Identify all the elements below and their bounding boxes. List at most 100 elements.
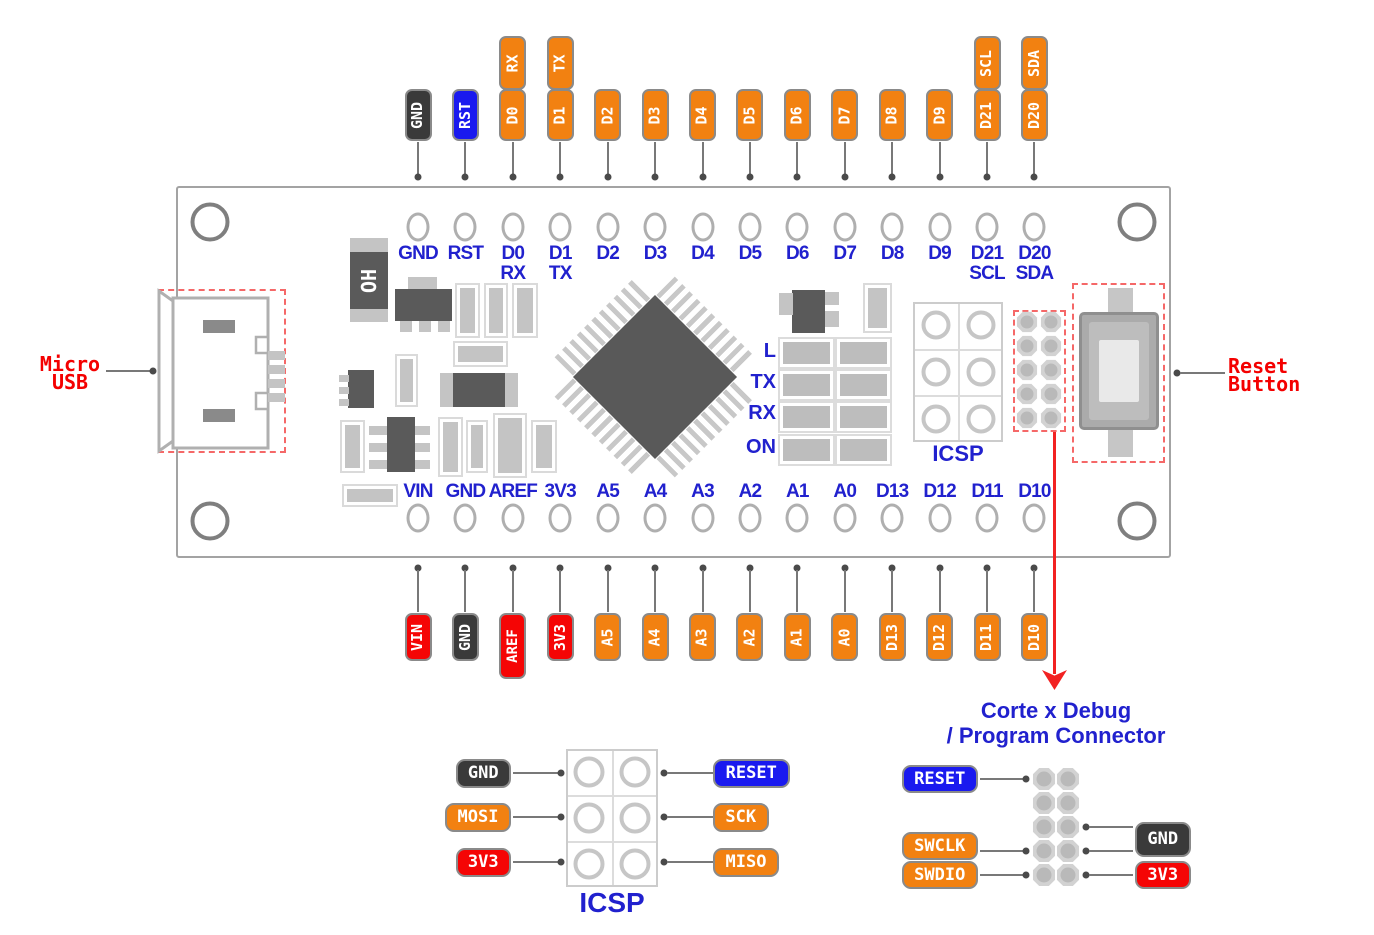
capacitor — [340, 420, 365, 473]
capacitor — [493, 413, 527, 478]
icsp-pin-badge: MOSI — [445, 802, 511, 832]
debug-pad-center — [1044, 411, 1058, 425]
led-cell — [835, 369, 892, 402]
pin-badge-bottom: GND — [451, 613, 479, 661]
leader-dot — [1082, 871, 1090, 879]
leader-line — [891, 570, 894, 612]
leader-dot — [793, 564, 801, 572]
reset-label-line1: Reset — [1228, 354, 1289, 378]
leader-dot — [1173, 369, 1181, 377]
debug-pad — [1032, 863, 1056, 887]
pin-badge-top-label: D4 — [693, 105, 712, 125]
leader-dot — [841, 564, 849, 572]
silk-label-top: D9 — [928, 243, 951, 264]
debug-pin-badge: SWCLK — [901, 832, 978, 860]
silk-label-top: D6 — [786, 243, 809, 264]
led-label: RX — [748, 402, 776, 424]
debug-pin-badge: SWDIO — [901, 861, 978, 889]
grid-line — [612, 751, 614, 885]
pin-badge-bottom: D12 — [926, 613, 954, 661]
debug-pad — [1040, 407, 1062, 429]
silk-label-bottom: D12 — [923, 481, 956, 502]
leader-line — [980, 874, 1023, 876]
led-fill — [783, 438, 830, 461]
leader-dot — [414, 564, 422, 572]
led-label: ON — [746, 436, 776, 458]
debug-pad-center — [1020, 315, 1034, 329]
chip-marking-text: OH — [357, 268, 381, 293]
leader-dot — [1022, 775, 1030, 783]
pin-badge-bottom-label: AREF — [504, 629, 521, 663]
debug-pad-center — [1036, 819, 1052, 835]
debug-pad-center — [1036, 771, 1052, 787]
mounting-hole — [190, 501, 230, 541]
pin-badge-top-label: D7 — [835, 105, 854, 125]
pin-badge-top: RST — [451, 89, 479, 141]
pin-hole — [501, 212, 525, 242]
leader-line — [606, 142, 609, 175]
debug-pad-center — [1044, 339, 1058, 353]
pin-badge-bottom: D13 — [878, 613, 906, 661]
leader-line — [417, 570, 419, 612]
pin-badge-bottom: A3 — [689, 613, 717, 661]
led-fill — [840, 438, 887, 461]
pin-badge-top: D0 — [499, 89, 527, 141]
capacitor — [453, 341, 508, 367]
pin-badge-top-label: RST — [455, 101, 474, 129]
led-label: L — [763, 340, 776, 362]
pin-hole — [738, 503, 762, 533]
pin-badge-bottom: A0 — [831, 613, 859, 661]
leader-line — [667, 861, 713, 863]
pin-hole — [453, 212, 477, 242]
grid-line — [568, 841, 656, 843]
leader-line — [511, 142, 514, 175]
pin-badge-bottom: A1 — [783, 613, 811, 661]
pin-subbadge-top: SDA — [1020, 36, 1048, 90]
led-cell — [778, 401, 835, 434]
silk-label-top: GND — [398, 243, 439, 264]
leader-dot — [746, 173, 754, 181]
grid-line — [915, 395, 1001, 397]
pin-hole — [738, 212, 762, 242]
pin-badge-bottom: A4 — [641, 613, 669, 661]
debug-pin-badge-label: 3V3 — [1147, 865, 1179, 885]
pin-hole — [643, 503, 667, 533]
grid-line — [915, 349, 1001, 351]
pin-hole — [1022, 212, 1046, 242]
reset-button-label: Reset Button — [1228, 354, 1300, 394]
silk-label-top: D2 — [596, 243, 620, 264]
header-pin — [966, 404, 995, 434]
capacitor — [484, 283, 508, 338]
leader-line — [654, 570, 657, 612]
pin-hole — [975, 212, 999, 242]
leader-line — [654, 142, 657, 175]
icsp-pin-badge-label: MISO — [725, 852, 767, 872]
micro-usb-label-line1: Micro — [39, 352, 101, 376]
debug-pad-center — [1060, 771, 1076, 787]
smd-leg — [825, 311, 839, 327]
leader-dot — [1022, 847, 1030, 855]
debug-pad — [1040, 335, 1062, 357]
capacitor — [455, 283, 480, 338]
debug-title-line2: / Program Connector — [946, 723, 1166, 748]
leader-dot — [660, 769, 668, 777]
grid-line — [958, 304, 960, 440]
leader-dot — [461, 564, 469, 572]
leader-dot — [557, 858, 565, 866]
leader-line — [980, 850, 1023, 852]
leader-line — [667, 816, 713, 818]
debug-pad-center — [1044, 315, 1058, 329]
debug-pad — [1032, 791, 1056, 815]
smd-leg — [369, 426, 387, 435]
pin-badge-top: D8 — [878, 89, 906, 141]
pin-badge-bottom: AREF — [499, 613, 527, 679]
header-pin — [573, 756, 605, 788]
pin-badge-bottom: D10 — [1020, 613, 1048, 661]
capacitor — [531, 420, 557, 473]
smd-leg — [438, 321, 450, 332]
icsp-pin-badge-label: GND — [467, 763, 499, 783]
regulator-body — [395, 289, 452, 321]
pin-badge-bottom-label: 3V3 — [550, 623, 569, 651]
leader-dot — [660, 813, 668, 821]
pin-hole — [880, 212, 904, 242]
